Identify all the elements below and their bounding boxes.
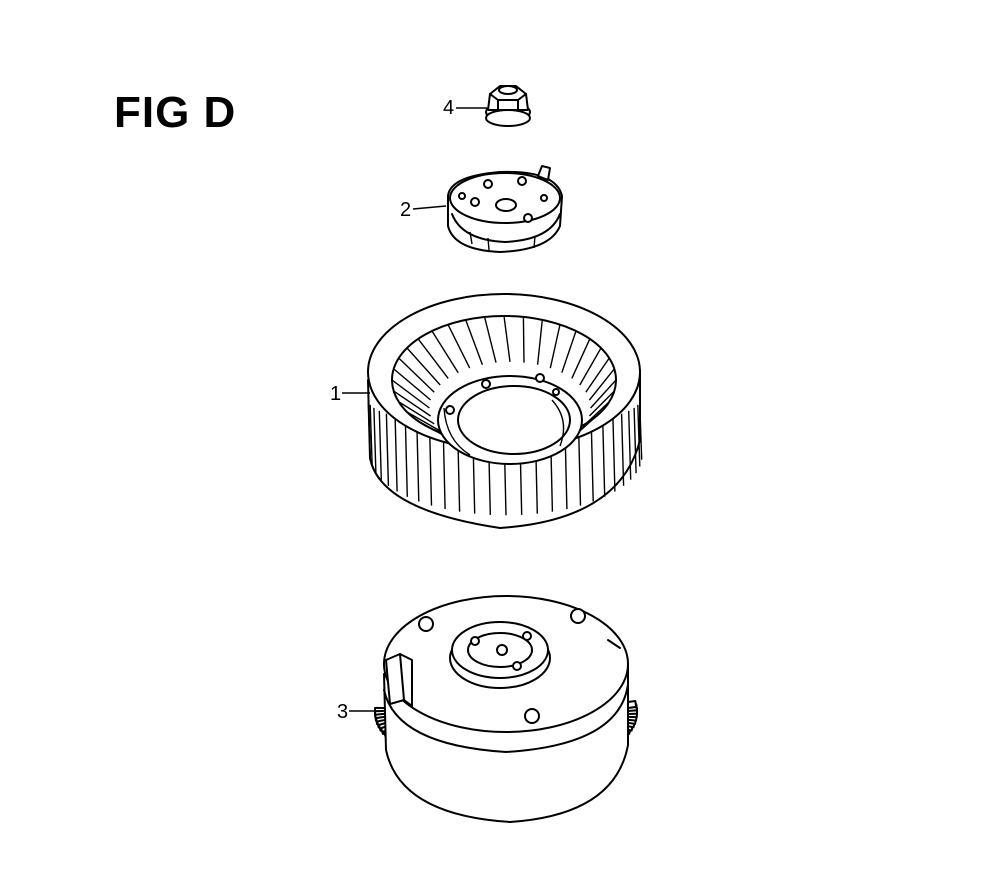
inner-fin <box>393 368 432 401</box>
cooling-fin <box>373 407 377 474</box>
part-3-ring-gear-rotor <box>373 595 639 823</box>
inner-fin <box>585 357 610 393</box>
cooling-fin <box>602 418 606 497</box>
inner-fin <box>588 390 615 417</box>
cooling-fin <box>394 416 398 492</box>
inner-fin <box>398 357 435 393</box>
inner-fin <box>483 316 497 363</box>
inner-fin <box>406 411 441 432</box>
cooling-fin <box>633 407 637 474</box>
inner-fin <box>588 368 615 401</box>
inner-fin <box>536 319 543 365</box>
inner-fin <box>406 347 441 386</box>
inner-fin <box>393 390 431 417</box>
callout-label-4: 4 <box>443 97 454 119</box>
inner-fin <box>522 316 525 363</box>
cooling-fin <box>416 420 420 502</box>
cooling-fin <box>378 410 382 480</box>
cooling-fin <box>620 413 625 486</box>
inner-fin <box>431 330 459 374</box>
figure-title: FIG D <box>114 88 237 137</box>
cooling-fin <box>385 413 390 486</box>
inner-fin <box>417 338 449 379</box>
cooling-fin <box>404 418 408 497</box>
callout-3: 3 <box>337 701 380 723</box>
callout-4: 4 <box>443 97 487 119</box>
cooling-fin <box>612 416 616 492</box>
inner-fin <box>585 401 610 425</box>
inner-fin <box>549 324 561 369</box>
inner-fin <box>561 330 577 373</box>
inner-fin <box>398 401 435 425</box>
inner-fin <box>447 324 471 369</box>
callout-1: 1 <box>330 383 370 405</box>
cooling-fin <box>367 401 371 460</box>
cooling-fin <box>590 420 594 502</box>
callout-label-1: 1 <box>330 383 341 405</box>
inner-fin <box>503 315 511 362</box>
inner-fin <box>391 379 430 409</box>
inner-fin <box>571 338 591 379</box>
callout-2: 2 <box>400 199 447 221</box>
inner-fin <box>579 347 602 386</box>
cooling-fin <box>639 401 643 460</box>
inner-fin <box>590 379 617 409</box>
part-4-flange-nut <box>485 85 531 127</box>
callout-label-2: 2 <box>400 199 411 221</box>
part-1-flywheel <box>367 293 643 529</box>
cooling-fin <box>369 404 373 467</box>
callout-label-3: 3 <box>337 701 348 723</box>
inner-fin <box>465 319 484 365</box>
cooling-fin <box>628 410 632 480</box>
part-2-starter-cup <box>447 165 563 253</box>
cooling-fin <box>637 404 641 467</box>
